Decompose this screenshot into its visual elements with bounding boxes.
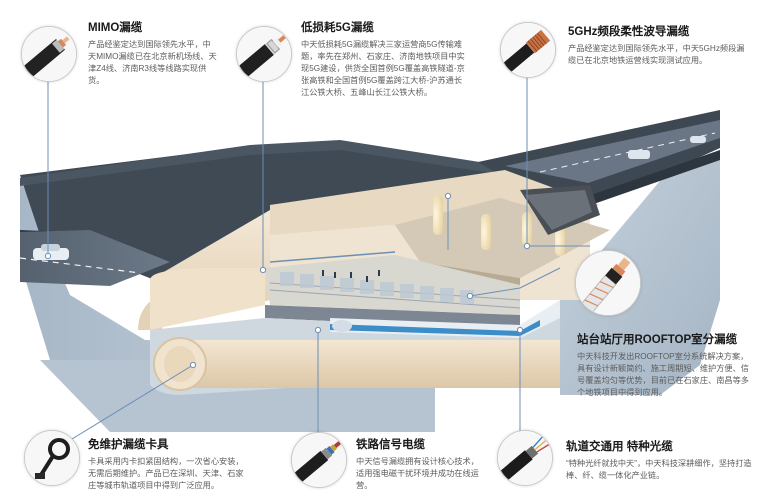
optical-cable-thumbnail [497,430,553,486]
car-right [628,136,706,159]
callout-low-loss-5g-cable: 低损耗5G漏缆 中天低损耗5G漏缆解决三家运营商5G传输难题，率先在郑州、石家庄… [301,19,467,99]
5ghz-waveguide-cable-thumbnail [500,22,556,78]
callout-description: 产品经鉴定达到国际领先水平，中天5GHz频段漏缆已在北京地铁运营线实现测试应用。 [568,44,745,65]
callout-description: “特种光纤就找中天”，中天科技深耕细作，坚持打造棒、纤、缆一体化产业链。 [566,459,752,480]
ground-block-right-side [560,150,720,395]
cable-clamp-icon [25,431,79,485]
callout-title: 低损耗5G漏缆 [301,22,374,34]
callout-cable-clamp: 免维护漏缆卡具 卡具采用内卡扣紧固结构，一次省心安装，无需后期维护。产品已在深圳… [88,436,244,492]
waveguide-cable-icon [501,23,555,77]
callout-description: 中天科技开发出ROOFTOP室分系统解决方案，具有设计新颖简约、施工周期短、维护… [577,352,749,397]
callout-leader-lines [44,70,590,451]
signal-cable-thumbnail [291,432,347,488]
car-left [33,244,69,260]
cable-clamp-thumbnail [24,430,80,486]
rooftop-cable-thumbnail [575,250,641,316]
callout-description: 中天信号漏缆拥有设计核心技术，适用强电磁干扰环境并成功在线运营。 [356,457,479,490]
callout-5ghz-waveguide-cable: 5GHz频段柔性波导漏缆 产品经鉴定达到国际领先水平，中天5GHz频段漏缆已在北… [568,23,746,67]
callout-description: 中天低损耗5G漏缆解决三家运营商5G传输难题，率先在郑州、石家庄、济南地铁项目中… [301,40,465,97]
callout-title: 免维护漏缆卡具 [88,439,169,451]
callout-mimo-cable: MIMO漏缆 产品经鉴定达到国际领先水平，中天MIMO漏缆已在北京新机场线、天津… [88,19,218,87]
tunnel-tube [180,340,560,388]
mimo-cable-thumbnail [21,26,77,82]
callout-title: 轨道交通用 特种光缆 [566,441,673,453]
callout-description: 产品经鉴定达到国际领先水平，中天MIMO漏缆已在北京新机场线、天津Z4线、济南R… [88,40,217,85]
low-loss-5g-cable-thumbnail [236,26,292,82]
signal-cable-icon [292,433,346,487]
callout-title: 铁路信号电缆 [356,439,425,451]
callout-signal-cable: 铁路信号电缆 中天信号漏缆拥有设计核心技术，适用强电磁干扰环境并成功在线运营。 [356,436,484,492]
optical-cable-icon [498,431,552,485]
callout-description: 卡具采用内卡扣紧固结构，一次省心安装，无需后期维护。产品已在深圳、天津、石家庄等… [88,457,244,490]
callout-optical-cable: 轨道交通用 特种光缆 “特种光纤就找中天”，中天科技深耕细作，坚持打造棒、纤、缆… [566,438,752,482]
train [330,300,560,338]
callout-rooftop-cable: 站台站厅用ROOFTOP室分漏缆 中天科技开发出ROOFTOP室分系统解决方案，… [577,331,749,399]
callout-title: MIMO漏缆 [88,22,143,34]
coaxial-cable-icon [237,27,291,81]
station-pillars [433,195,565,256]
mimo-cable-icon [22,27,76,81]
callout-title: 站台站厅用ROOFTOP室分漏缆 [577,334,738,346]
rooftop-cable-icon [576,251,640,315]
callout-title: 5GHz频段柔性波导漏缆 [568,26,690,38]
